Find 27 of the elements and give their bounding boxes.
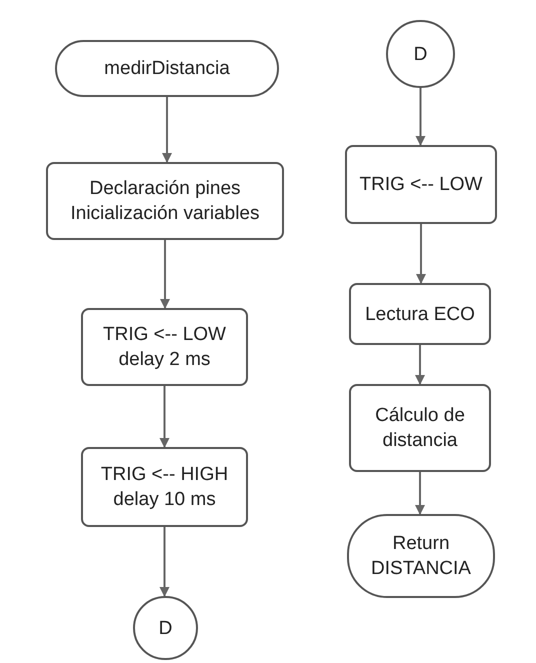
process-box	[46, 162, 284, 240]
node-text: Inicialización variables	[70, 202, 260, 226]
node-text: Return DISTANCIA	[370, 532, 472, 581]
node-text: D	[414, 42, 428, 66]
process-box	[81, 447, 248, 527]
process-box	[349, 384, 491, 472]
node-text: Lectura ECO	[365, 302, 475, 326]
arrow	[416, 224, 426, 284]
process-box	[345, 145, 497, 224]
arrow	[415, 472, 425, 515]
arrow	[160, 527, 170, 597]
arrow	[160, 386, 170, 448]
node-text: Cálculo de distancia	[374, 404, 466, 453]
node-text: delay 10 ms	[113, 488, 216, 512]
node-text: TRIG <-- LOW	[103, 323, 226, 347]
node-text: delay 2 ms	[118, 348, 210, 372]
arrow	[162, 97, 172, 163]
process-box	[349, 283, 491, 345]
node-text: TRIG <-- LOW	[360, 173, 482, 197]
node-text: Declaración pines	[89, 177, 241, 201]
arrow	[160, 240, 170, 309]
node-text: medirDistancia	[104, 57, 230, 81]
arrow	[416, 88, 426, 146]
arrow	[415, 345, 425, 385]
node-text: D	[158, 616, 172, 640]
node-text: TRIG <-- HIGH	[100, 463, 228, 487]
process-box	[81, 308, 248, 386]
